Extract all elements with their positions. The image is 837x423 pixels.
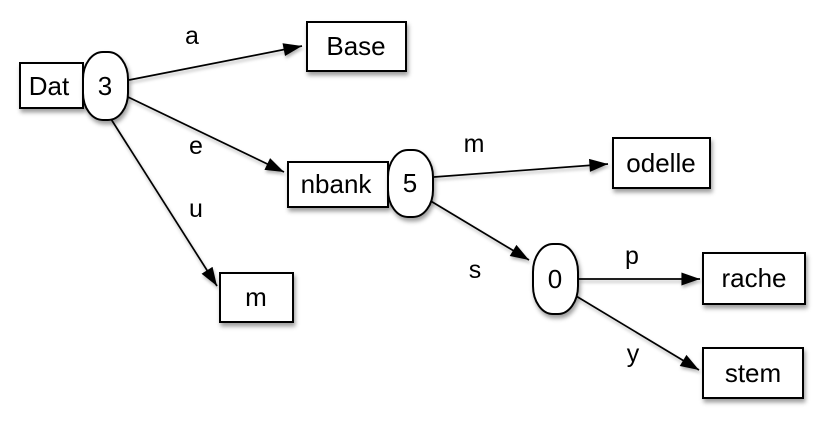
node-stem-box (702, 347, 804, 399)
edge-label-m: m (464, 130, 485, 158)
edge-a-arrow (128, 43, 303, 81)
edge-label-s: s (469, 256, 482, 284)
node-stem: stem (702, 347, 804, 399)
node-stem-label: stem (725, 358, 781, 388)
node-m-leaf-label: m (245, 282, 267, 312)
node-rache-box (702, 252, 806, 305)
node-base: Base (306, 21, 407, 72)
node-rache: rache (702, 252, 806, 305)
edge-labels: a e u m s p y (185, 22, 640, 368)
edges (110, 43, 700, 371)
node-nbank-box (287, 161, 389, 208)
edge-e-arrow (127, 96, 285, 173)
node-5-capsule (387, 149, 434, 218)
edge-label-u: u (189, 195, 203, 223)
node-3-label: 3 (98, 71, 112, 101)
node-base-label: Base (326, 31, 385, 61)
node-odelle-label: odelle (626, 148, 695, 178)
node-m-leaf-box (219, 272, 294, 323)
node-m-leaf: m (219, 272, 294, 323)
node-odelle: odelle (612, 137, 711, 189)
edge-y-arrow (575, 295, 700, 371)
node-base-box (306, 21, 407, 72)
node-5-label: 5 (403, 168, 417, 198)
edge-label-y: y (627, 340, 640, 368)
node-0-capsule (532, 243, 579, 315)
edge-label-e: e (189, 132, 203, 160)
edge-s-arrow (428, 199, 530, 261)
node-3-capsule (82, 51, 129, 121)
node-dat: Dat (19, 62, 84, 109)
edge-m-arrow (433, 158, 609, 178)
edge-label-a: a (185, 22, 199, 50)
node-3: 3 (82, 51, 129, 121)
node-nbank: nbank (287, 161, 389, 208)
node-nbank-label: nbank (301, 169, 373, 199)
node-0: 0 (532, 243, 579, 315)
node-rache-label: rache (721, 263, 786, 293)
node-0-label: 0 (548, 264, 562, 294)
node-odelle-box (612, 137, 711, 189)
nodes: Dat Base nbank m odelle rache (19, 21, 806, 399)
node-dat-label: Dat (29, 71, 70, 101)
node-dat-box (19, 62, 84, 109)
edge-u-arrow (110, 118, 218, 287)
edge-label-p: p (625, 242, 639, 270)
node-5: 5 (387, 149, 434, 218)
